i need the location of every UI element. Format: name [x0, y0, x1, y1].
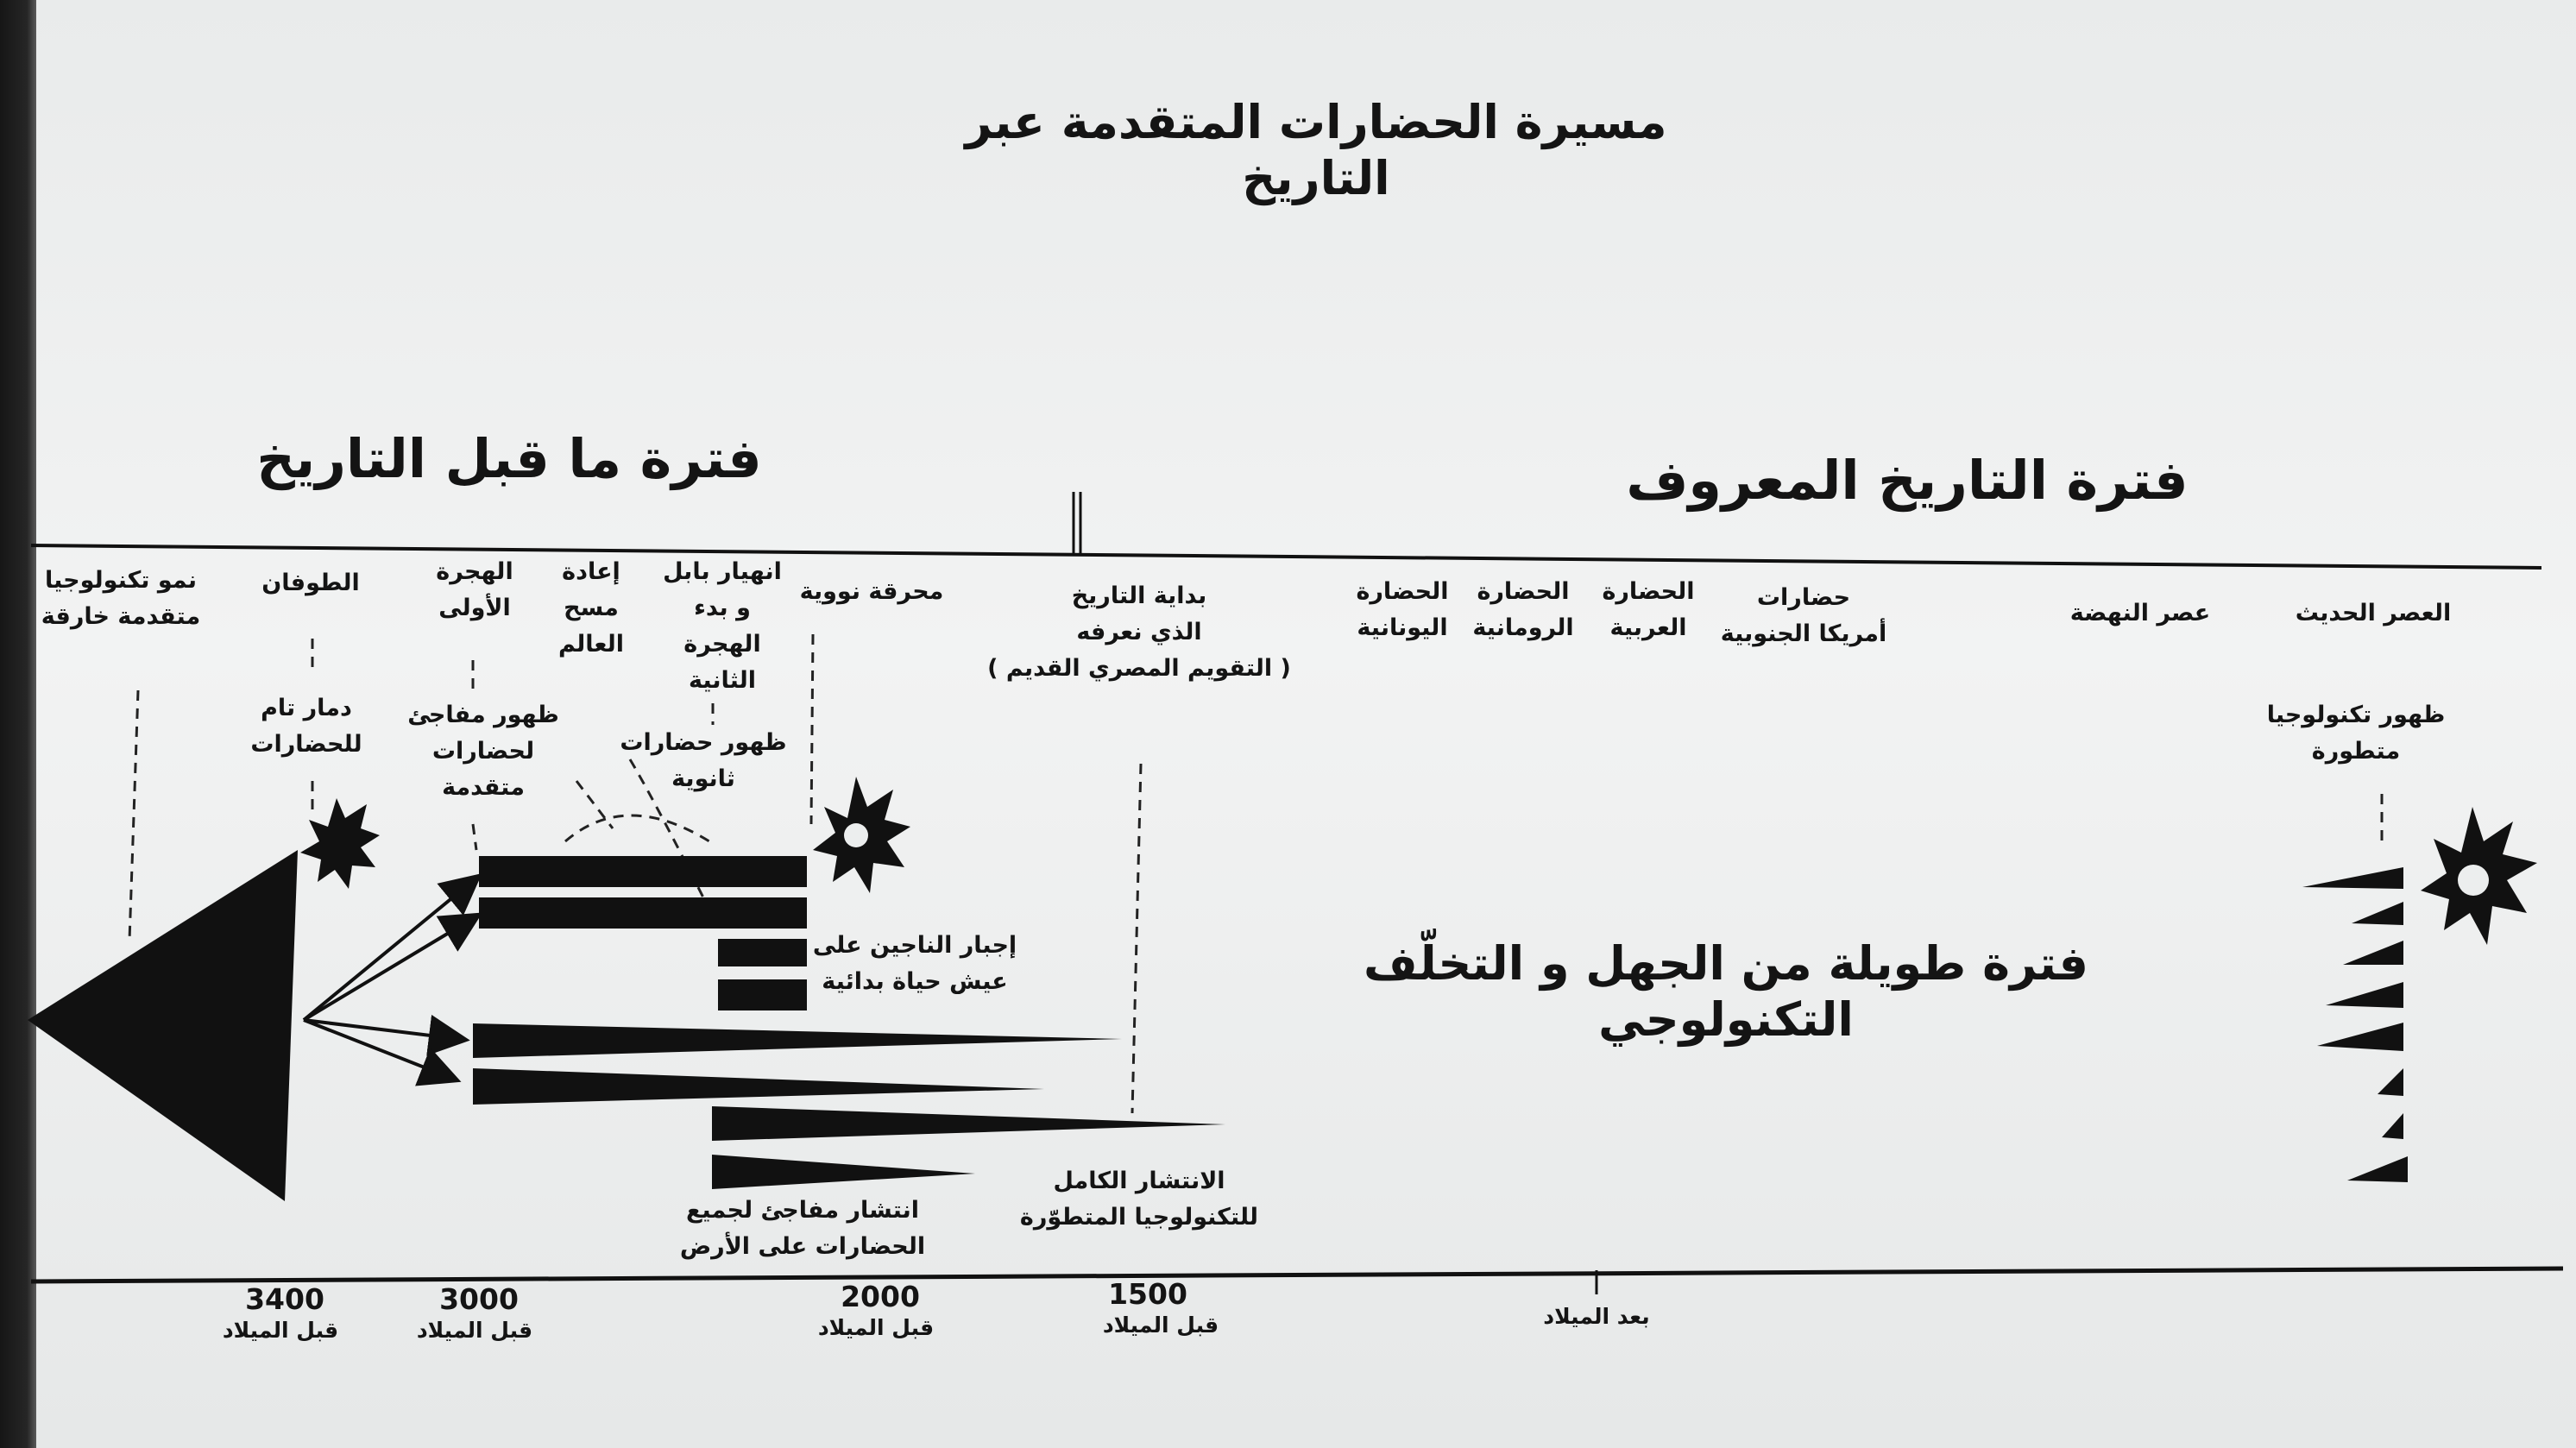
axis-tick-label-2000: 2000: [841, 1280, 920, 1313]
time-axis-line: [30, 1266, 2564, 1284]
dashed-connectors: [128, 633, 2384, 1114]
modern-tech-wedges: [2302, 867, 2408, 1182]
top-divider-line: [30, 544, 2542, 570]
flood-explosion-icon: [300, 798, 380, 889]
event-world-reset: إعادة مسح العالم: [557, 558, 625, 658]
known-history-period-label: فترة التاريخ المعروف: [1626, 449, 2189, 512]
axis-tick-sub-3400: قبل الميلاد: [222, 1318, 339, 1343]
screen-edge: [0, 0, 36, 1448]
axis-tick-label-3000: 3000: [439, 1282, 519, 1316]
event-first-migration: الهجرة الأولى: [436, 558, 513, 621]
event-arab-civ: الحضارة العربية: [1602, 578, 1695, 641]
migration-arrows: [302, 872, 483, 1086]
axis-tick-sub-2000: قبل الميلاد: [817, 1315, 935, 1340]
prehistory-period-label: فترة ما قبل التاريخ: [256, 427, 762, 490]
note-long-ignorance: فترة طويلة من الجهل و التخلّف التكنولوجي: [1364, 936, 2088, 1047]
event-flood: الطوفان: [261, 570, 360, 596]
diagram-title: مسيرة الحضارات المتقدمة عبر التاريخ: [965, 95, 1667, 205]
advanced-civilization-triangle: [28, 850, 298, 1201]
event-babel-collapse: انهيار بابل و بدء الهجرة الثانية: [663, 558, 782, 694]
axis-tick-sub-3000: قبل الميلاد: [416, 1318, 533, 1343]
axis-tick-label-1500: 1500: [1108, 1277, 1187, 1311]
axis-tick-label-3400: 3400: [245, 1282, 324, 1316]
event-renaissance: عصر النهضة: [2069, 600, 2211, 626]
event-history-start: بداية التاريخ الذي نعرفه ( التقويم المصر…: [987, 582, 1291, 682]
note-full-tech-spread: الانتشار الكامل للتكنولوجيا المتطوّرة: [1019, 1168, 1259, 1231]
event-modern-era: العصر الحديث: [2295, 600, 2452, 626]
event-south-america: حضارات أمريكا الجنوبية: [1720, 584, 1887, 647]
axis-tick-sub-ad: بعد الميلاد: [1543, 1304, 1650, 1329]
event-advanced-tech: نمو تكنولوجيا متقدمة خارقة: [41, 567, 201, 630]
note-sudden-spread: انتشار مفاجئ لجميع الحضارات على الأرض: [679, 1197, 926, 1260]
nuclear-explosion-core: [844, 823, 868, 847]
event-roman-civ: الحضارة الرومانية: [1472, 578, 1574, 641]
modern-explosion-core: [2458, 865, 2489, 896]
event-nuclear-war: محرقة نووية: [799, 578, 944, 605]
note-sudden-civilizations: ظهور مفاجئ لحضارات متقدمة: [407, 702, 559, 801]
note-secondary-civilizations: ظهور حضارات ثانوية: [620, 729, 787, 792]
civilization-bars: [473, 856, 1225, 1189]
note-survivors-primitive: إجبار الناجين على عيش حياة بدائية: [812, 932, 1017, 995]
event-greek-civ: الحضارة اليونانية: [1356, 578, 1449, 641]
note-advanced-tech-emergence: ظهور تكنولوجيا متطورة: [2266, 702, 2446, 765]
note-destruction: دمار تام للحضارات: [250, 695, 362, 758]
axis-tick-sub-1500: قبل الميلاد: [1102, 1313, 1219, 1338]
